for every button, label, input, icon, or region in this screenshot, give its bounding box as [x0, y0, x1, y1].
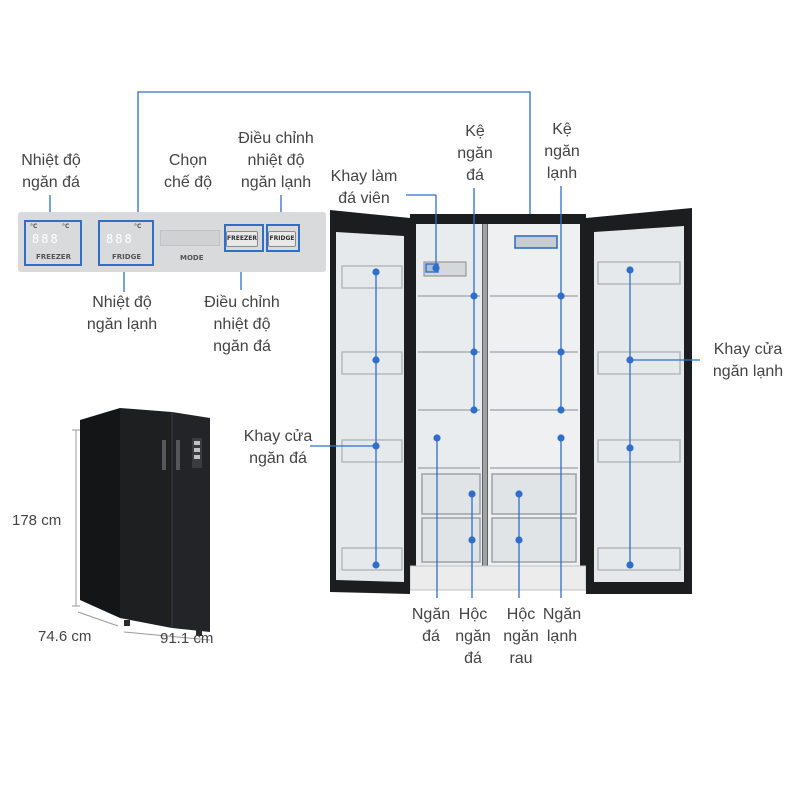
label-freezer-temp: Nhiệt độ ngăn đá [21, 152, 81, 191]
unit-celsius-2: °C [62, 223, 70, 230]
callout-dots [372, 264, 634, 569]
mode-label: MODE [180, 254, 204, 262]
label-veg-drawer: Hộc ngăn rau [503, 606, 539, 667]
label-adjust-freezer: Điều chỉnh nhiệt độ ngăn đá [204, 294, 280, 355]
fridge-exterior-illustration [80, 408, 210, 636]
fridge-panel-label: FRIDGE [112, 253, 142, 261]
fridge-adjust-button[interactable]: FRIDGE [268, 231, 296, 247]
label-adjust-fridge: Điều chỉnh nhiệt độ ngăn lạnh [238, 130, 314, 191]
label-mode-select: Chọn chế độ [163, 152, 213, 191]
label-freezer-shelf: Kệ ngăn đá [457, 123, 493, 184]
label-freezer-compartment: Ngăn đá [411, 606, 451, 645]
dimension-height: 178 cm [12, 512, 62, 529]
freezer-temp-display [24, 220, 82, 266]
label-fridge-door-tray: Khay cửa ngăn lạnh [712, 341, 784, 380]
freezer-panel-label: FREEZER [36, 253, 71, 261]
freezer-adjust-button[interactable]: FREEZER [226, 231, 258, 247]
unit-celsius-1: °C [30, 223, 38, 230]
label-ice-tray: Khay làm đá viên [330, 168, 398, 207]
dimension-lines [72, 429, 211, 641]
label-fridge-temp: Nhiệt độ ngăn lạnh [86, 294, 158, 333]
unit-celsius-3: °C [134, 223, 142, 230]
label-fridge-shelf: Kệ ngăn lạnh [544, 121, 580, 182]
dimension-width: 91.1 cm [160, 630, 214, 647]
fridge-temp-display [98, 220, 154, 266]
freezer-adjust-highlight [224, 224, 264, 252]
label-fridge-compartment: Ngăn lạnh [542, 606, 582, 645]
label-freezer-door-tray: Khay cửa ngăn đá [243, 428, 313, 467]
control-panel: °C °C °C 888 888 FREEZER FRIDGE MODE FRE… [18, 212, 326, 272]
dimension-depth: 74.6 cm [38, 628, 92, 645]
fridge-interior-illustration [330, 208, 692, 594]
panel-connector-line [137, 91, 531, 238]
freezer-temp-digits: 888 [32, 232, 60, 246]
fridge-adjust-highlight [266, 224, 300, 252]
mode-display [160, 230, 220, 246]
label-freezer-drawer: Hộc ngăn đá [455, 606, 491, 667]
fridge-temp-digits: 888 [106, 232, 134, 246]
